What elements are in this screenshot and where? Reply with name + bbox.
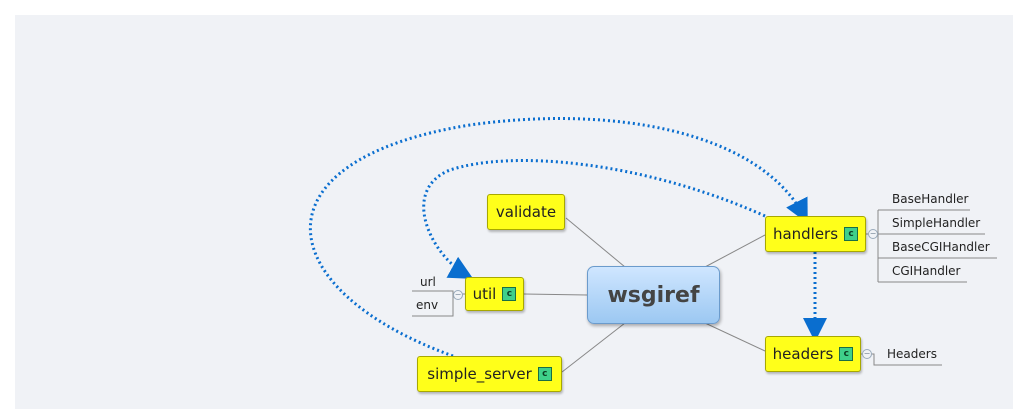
collapse-headers-icon[interactable]: − xyxy=(862,349,872,359)
topic-validate[interactable]: validate xyxy=(487,194,565,230)
leaf-url[interactable]: url xyxy=(420,275,436,289)
branch-simple-server xyxy=(561,322,626,373)
relationship-simple-server-handlers[interactable] xyxy=(308,117,808,358)
leaf-basehandler[interactable]: BaseHandler xyxy=(892,192,969,206)
class-badge-icon: c xyxy=(844,227,859,241)
branch-validate xyxy=(565,217,626,268)
branch-headers xyxy=(704,322,766,352)
topic-simple-server[interactable]: simple_server c xyxy=(417,356,562,392)
topic-util-label: util xyxy=(472,285,497,303)
leaf-cgihandler[interactable]: CGIHandler xyxy=(892,264,961,278)
topic-util[interactable]: util c xyxy=(465,277,524,311)
central-topic[interactable]: wsgiref xyxy=(587,266,720,324)
topic-handlers-label: handlers xyxy=(772,225,839,243)
branch-util xyxy=(523,293,588,296)
topic-headers-label: headers xyxy=(772,345,834,363)
collapse-handlers-icon[interactable]: − xyxy=(868,229,878,239)
topic-validate-label: validate xyxy=(495,203,557,221)
class-badge-icon: c xyxy=(502,287,517,301)
leaf-headers[interactable]: Headers xyxy=(887,347,937,361)
leaf-basecgihandler[interactable]: BaseCGIHandler xyxy=(892,240,990,254)
topic-handlers[interactable]: handlers c xyxy=(765,216,866,252)
class-badge-icon: c xyxy=(537,367,552,381)
branch-lines xyxy=(523,217,766,373)
branch-handlers xyxy=(704,234,766,268)
class-badge-icon: c xyxy=(839,347,854,361)
leaf-simplehandler[interactable]: SimpleHandler xyxy=(892,216,981,230)
leaf-env[interactable]: env xyxy=(416,298,439,312)
topic-headers[interactable]: headers c xyxy=(765,336,861,372)
util-leaf-line-url xyxy=(412,290,454,294)
collapse-util-icon[interactable]: − xyxy=(453,290,463,300)
central-topic-label: wsgiref xyxy=(607,282,700,308)
topic-simple-server-label: simple_server xyxy=(427,365,532,383)
relationships xyxy=(308,117,827,358)
relationship-handlers-util[interactable] xyxy=(422,159,766,279)
